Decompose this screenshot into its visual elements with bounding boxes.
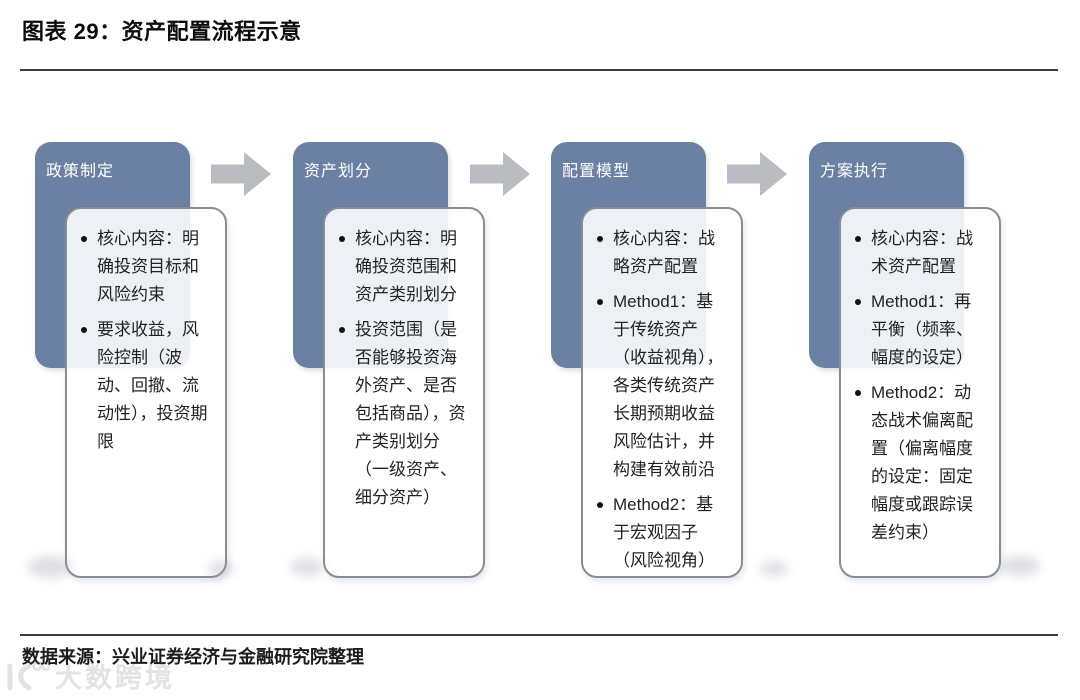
step-detail-box: 核心内容：战略资产配置 Method1：基于传统资产（收益视角），各类传统资产长… <box>581 207 743 578</box>
right-arrow-icon <box>211 152 271 196</box>
data-source-note: 数据来源：兴业证券经济与金融研究院整理 <box>22 647 364 667</box>
site-watermark: 大数跨境 <box>4 656 175 695</box>
step-bullet-list: 核心内容：明确投资范围和资产类别划分 投资范围（是否能够投资海外资产、是否包括商… <box>335 225 469 512</box>
bullet-item: 核心内容：战略资产配置 <box>593 225 727 281</box>
bullet-item: Method2：动态战术偏离配置（偏离幅度的设定：固定幅度或跟踪误差约束） <box>851 379 985 547</box>
flow-step-policy: 政策制定 核心内容：明确投资目标和风险约束 要求收益，风险控制（波动、回撤、流动… <box>35 142 227 579</box>
step-detail-box: 核心内容：明确投资范围和资产类别划分 投资范围（是否能够投资海外资产、是否包括商… <box>323 207 485 578</box>
step-header-label: 配置模型 <box>562 163 631 180</box>
step-header-label: 资产划分 <box>304 163 373 180</box>
step-detail-box: 核心内容：战术资产配置 Method1：再平衡（频率、幅度的设定） Method… <box>839 207 1001 578</box>
bullet-item: 核心内容：明确投资目标和风险约束 <box>77 225 211 309</box>
step-bullet-list: 核心内容：战略资产配置 Method1：基于传统资产（收益视角），各类传统资产长… <box>593 225 727 575</box>
bottom-divider <box>20 634 1058 636</box>
watermark-artifact <box>1000 556 1040 576</box>
watermark-brand-text: 大数跨境 <box>55 663 175 693</box>
step-bullet-list: 核心内容：战术资产配置 Method1：再平衡（频率、幅度的设定） Method… <box>851 225 985 547</box>
step-detail-box: 核心内容：明确投资目标和风险约束 要求收益，风险控制（波动、回撤、流动性），投资… <box>65 207 227 578</box>
bullet-item: Method1：基于传统资产（收益视角），各类传统资产长期预期收益风险估计，并构… <box>593 288 727 484</box>
watermark-artifact <box>760 561 788 576</box>
flow-step-allocation-model: 配置模型 核心内容：战略资产配置 Method1：基于传统资产（收益视角），各类… <box>551 142 743 579</box>
bullet-item: 核心内容：战术资产配置 <box>851 225 985 281</box>
figure-title: 图表 29：资产配置流程示意 <box>22 19 302 44</box>
bullet-item: 要求收益，风险控制（波动、回撤、流动性），投资期限 <box>77 316 211 456</box>
bullet-item: Method1：再平衡（频率、幅度的设定） <box>851 288 985 372</box>
step-header-label: 政策制定 <box>46 163 115 180</box>
bullet-item: 投资范围（是否能够投资海外资产、是否包括商品），资产类别划分（一级资产、细分资产… <box>335 316 469 512</box>
step-header-label: 方案执行 <box>820 163 889 180</box>
watermark-artifact <box>290 558 324 576</box>
bullet-item: Method2：基于宏观因子（风险视角） <box>593 491 727 575</box>
right-arrow-icon <box>727 152 787 196</box>
flow-step-plan-execution: 方案执行 核心内容：战术资产配置 Method1：再平衡（频率、幅度的设定） M… <box>809 142 1001 579</box>
top-divider <box>20 69 1058 71</box>
watermark-artifact <box>28 556 72 578</box>
watermark-artifact <box>208 561 234 576</box>
bullet-item: 核心内容：明确投资范围和资产类别划分 <box>335 225 469 309</box>
right-arrow-icon <box>470 152 530 196</box>
step-bullet-list: 核心内容：明确投资目标和风险约束 要求收益，风险控制（波动、回撤、流动性），投资… <box>77 225 211 456</box>
flow-step-asset-division: 资产划分 核心内容：明确投资范围和资产类别划分 投资范围（是否能够投资海外资产、… <box>293 142 485 579</box>
watermark-logo-icon <box>7 660 50 690</box>
